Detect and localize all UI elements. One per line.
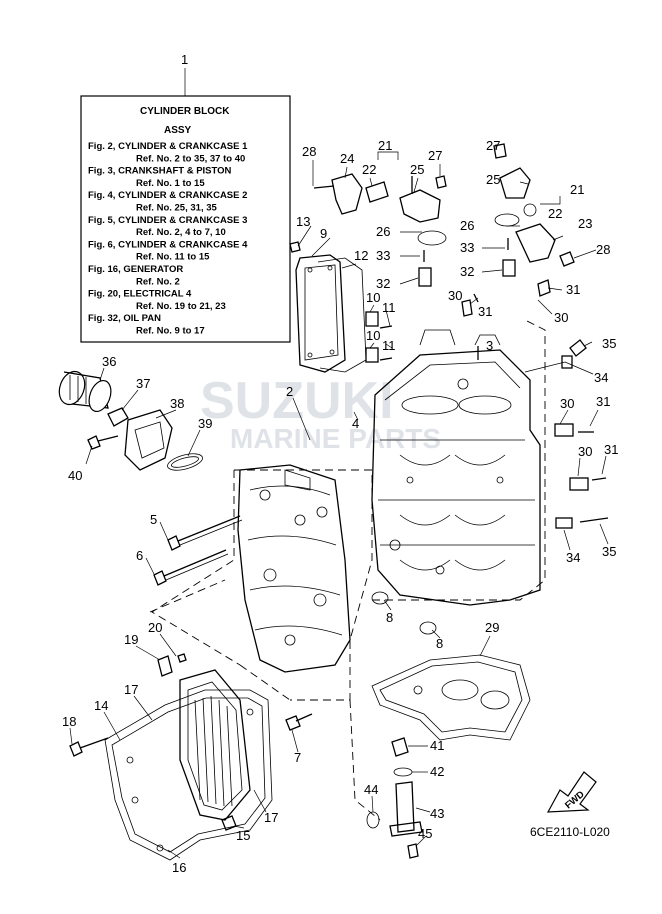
box-line: Ref. No. 25, 31, 35: [136, 203, 218, 214]
box-title-2: ASSY: [164, 125, 192, 136]
callout-number: 31: [566, 282, 580, 297]
callout-number: 23: [578, 216, 592, 231]
box-line: Fig. 4, CYLINDER & CRANKCASE 2: [88, 190, 247, 201]
watermark-subtitle: MARINE PARTS: [230, 423, 441, 454]
callout-number: 30: [560, 396, 574, 411]
callout-number: 3: [486, 338, 493, 353]
callout-number: 8: [386, 610, 393, 625]
crankcase: [237, 464, 351, 673]
callout-number: 12: [354, 248, 368, 263]
callout-number: 24: [340, 151, 354, 166]
callout-number: 14: [94, 698, 108, 713]
callout-number: 37: [136, 376, 150, 391]
reference-box: 1 CYLINDER BLOCK ASSY Fig. 2, CYLINDER &…: [80, 52, 291, 343]
callout-number: 28: [302, 144, 316, 159]
callout-number: 30: [554, 310, 568, 325]
box-line: Ref. No. 11 to 15: [136, 252, 210, 263]
callout-number: 31: [478, 304, 492, 319]
callout-number: 26: [376, 224, 390, 239]
box-line: Fig. 3, CRANKSHAFT & PISTON: [88, 166, 232, 177]
box-line: Fig. 6, CYLINDER & CRANKCASE 4: [88, 239, 248, 250]
box-line: Fig. 20, ELECTRICAL 4: [88, 289, 192, 300]
callout-number: 17: [124, 682, 138, 697]
callout-number: 30: [448, 288, 462, 303]
callout-number: 28: [596, 242, 610, 257]
leader-lines: [69, 144, 609, 859]
callout-number: 7: [294, 750, 301, 765]
callout-number: 33: [460, 240, 474, 255]
watermark-brand: SUZUKI: [200, 372, 394, 430]
callout-number: 36: [102, 354, 116, 369]
box-line: Fig. 16, GENERATOR: [88, 264, 183, 275]
box-line: Fig. 5, CYLINDER & CRANKCASE 3: [88, 215, 247, 226]
callout-number: 13: [296, 214, 310, 229]
callout-number: 40: [68, 468, 82, 483]
callout-number: 10: [366, 290, 380, 305]
callout-number: 32: [460, 264, 474, 279]
box-line: Ref. No. 9 to 17: [136, 326, 205, 337]
callout-box-number: 1: [181, 52, 188, 67]
callout-number: 26: [460, 218, 474, 233]
box-line: Ref. No. 1 to 15: [136, 178, 205, 189]
callout-number: 6: [136, 548, 143, 563]
callout-number: 44: [364, 782, 378, 797]
callout-number: 31: [596, 394, 610, 409]
box-line: Ref. No. 2 to 35, 37 to 40: [136, 153, 245, 164]
callout-number: 31: [604, 442, 618, 457]
callout-number: 17: [264, 810, 278, 825]
exhaust-cover: [295, 254, 346, 373]
callout-number: 11: [382, 300, 396, 315]
callout-number: 35: [602, 544, 616, 559]
cylinder-block: [371, 329, 541, 606]
callout-number: 39: [198, 416, 212, 431]
callout-number: 30: [578, 444, 592, 459]
box-line: Ref. No. 2, 4 to 7, 10: [136, 227, 226, 238]
callout-number: 19: [124, 632, 138, 647]
fwd-arrow: FWD: [546, 771, 597, 813]
callout-number: 21: [378, 138, 392, 153]
box-title-1: CYLINDER BLOCK: [140, 106, 230, 117]
callout-number: 22: [548, 206, 562, 221]
callout-number: 9: [320, 226, 327, 241]
callout-number: 43: [430, 806, 444, 821]
callout-number: 8: [436, 636, 443, 651]
box-line: Fig. 32, OIL PAN: [88, 313, 161, 324]
callout-number: 4: [352, 416, 359, 431]
callout-number: 42: [430, 764, 444, 779]
callout-number: 16: [172, 860, 186, 875]
cylinder-head-cover: [179, 669, 251, 821]
callout-number: 27: [486, 138, 500, 153]
callout-number: 20: [148, 620, 162, 635]
gasket: [371, 654, 531, 741]
callout-number: 11: [382, 338, 396, 353]
callout-number: 34: [594, 370, 608, 385]
callout-number: 34: [566, 550, 580, 565]
callout-number: 5: [150, 512, 157, 527]
box-line: Ref. No. 19 to 21, 23: [136, 301, 226, 312]
callout-number: 32: [376, 276, 390, 291]
callout-number: 10: [366, 328, 380, 343]
oil-filter: [58, 370, 112, 413]
callout-number: 38: [170, 396, 184, 411]
callout-number: 2: [286, 384, 293, 399]
callout-number: 15: [236, 828, 250, 843]
box-line: Fig. 2, CYLINDER & CRANKCASE 1: [88, 141, 248, 152]
callout-number: 27: [428, 148, 442, 163]
callout-number: 35: [602, 336, 616, 351]
callout-number: 25: [410, 162, 424, 177]
callout-number: 29: [485, 620, 499, 635]
callout-number: 33: [376, 248, 390, 263]
callout-number: 18: [62, 714, 76, 729]
diagram-code: 6CE2110-L020: [530, 825, 610, 839]
box-line: Ref. No. 2: [136, 276, 180, 287]
callout-number: 45: [418, 826, 432, 841]
callout-number: 22: [362, 162, 376, 177]
callout-number: 21: [570, 182, 584, 197]
callout-number: 41: [430, 738, 444, 753]
callout-number: 25: [486, 172, 500, 187]
